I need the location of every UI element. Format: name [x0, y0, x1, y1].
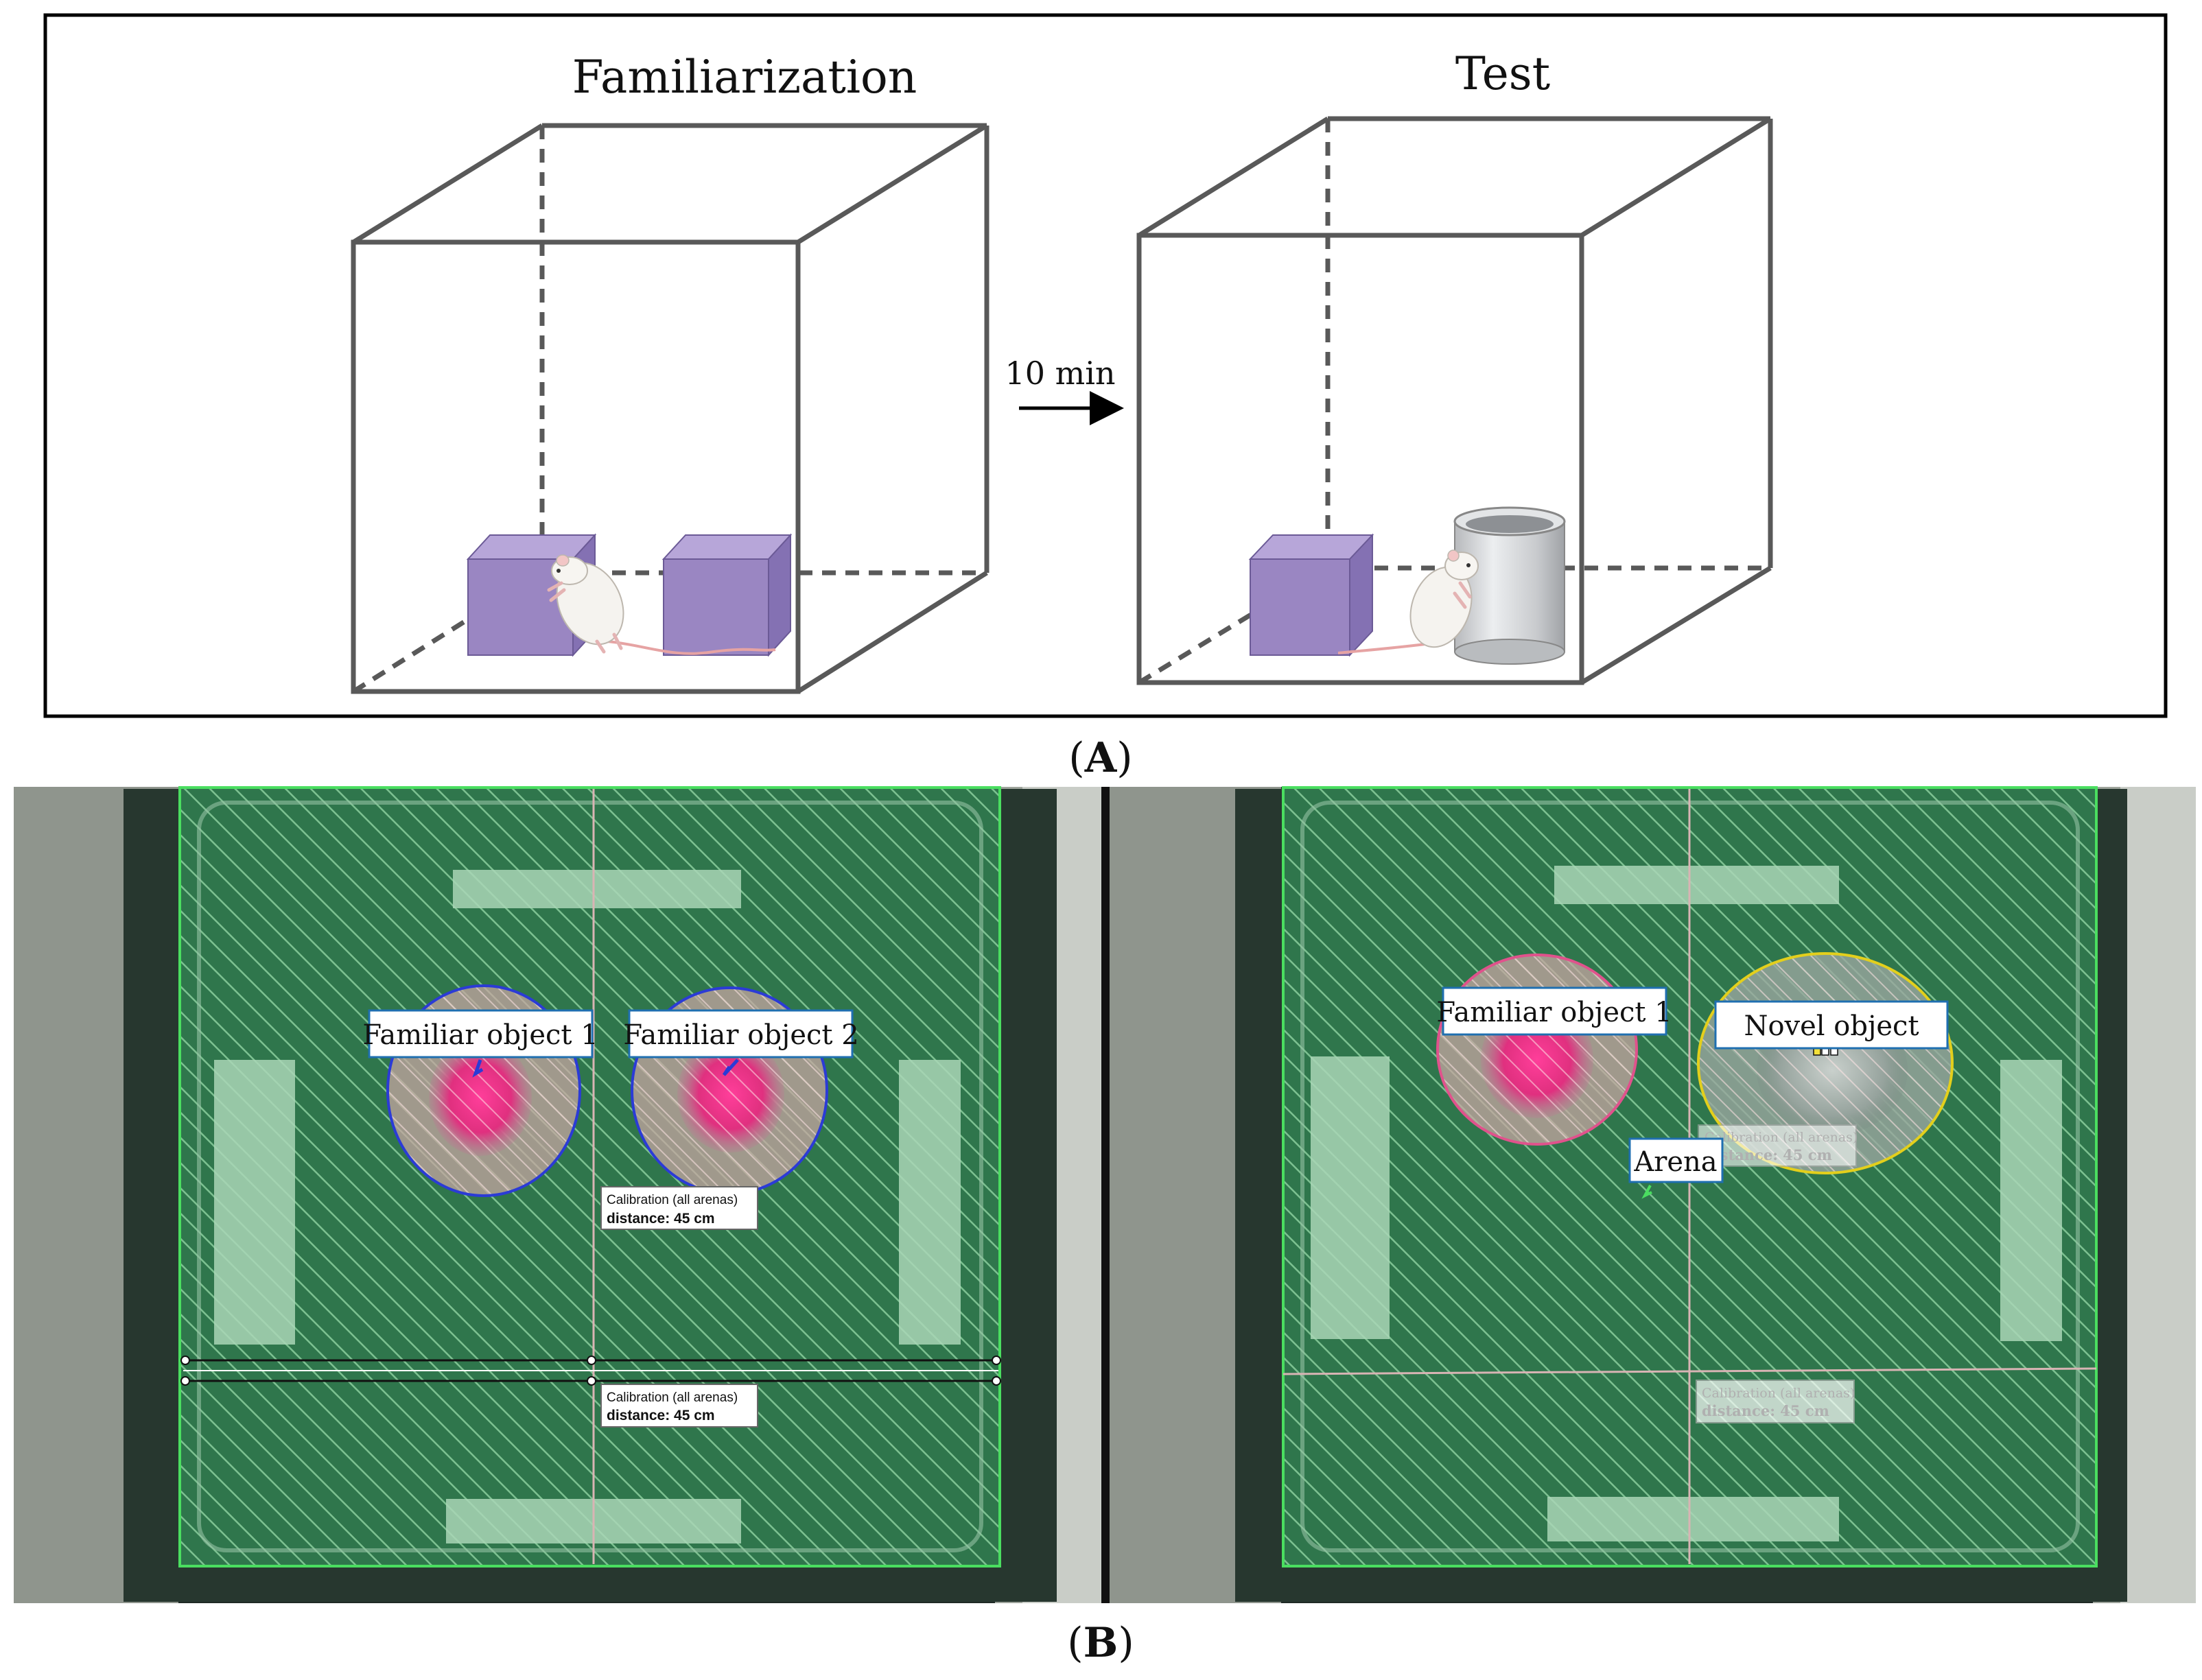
mouse-illustration-right [1337, 549, 1479, 654]
calibration-title-right-2: Calibration (all arenas) [1702, 1386, 1855, 1401]
label-arena: Arena [1633, 1146, 1717, 1178]
tracking-frame-right: Familiar object 1 Novel object Calibrati… [1110, 786, 2196, 1603]
calibration-distance-right-1: distance: 45 cm [1705, 1146, 1832, 1163]
interval-label: 10 min [1005, 355, 1115, 392]
familiarization-title: Familiarization [572, 51, 917, 104]
test-title: Test [1455, 47, 1550, 100]
panel-b-caption: (B) [1067, 1619, 1134, 1667]
panel-a-frame [43, 13, 2168, 718]
calibration-title-right-1: Calibration (all arenas) [1705, 1130, 1858, 1145]
calibration-title-left-1: Calibration (all arenas) [607, 1193, 738, 1207]
label-familiar-object-2-left: Familiar object 2 [623, 1019, 858, 1051]
novel-object-can [1453, 506, 1566, 665]
label-novel-object: Novel object [1744, 1010, 1919, 1042]
label-familiar-object-1-left: Familiar object 1 [362, 1019, 598, 1051]
mouse-illustration-left [547, 554, 776, 655]
frame-divider [1101, 787, 1110, 1603]
familiar-object-cube-test [1248, 533, 1374, 657]
calibration-distance-left-2: distance: 45 cm [607, 1408, 715, 1423]
calibration-distance-right-2: distance: 45 cm [1702, 1402, 1829, 1419]
tracking-frame-left: Familiar object 1 Familiar object 2 Cali… [14, 786, 1101, 1603]
familiar-object-cube-2 [661, 533, 793, 657]
calibration-distance-left-1: distance: 45 cm [607, 1211, 715, 1227]
calibration-title-left-2: Calibration (all arenas) [607, 1391, 738, 1405]
panel-a-caption: (A) [1068, 734, 1132, 782]
familiar-object-1-zone-right [1436, 954, 1638, 1146]
label-familiar-object-1-right: Familiar object 1 [1436, 997, 1672, 1028]
